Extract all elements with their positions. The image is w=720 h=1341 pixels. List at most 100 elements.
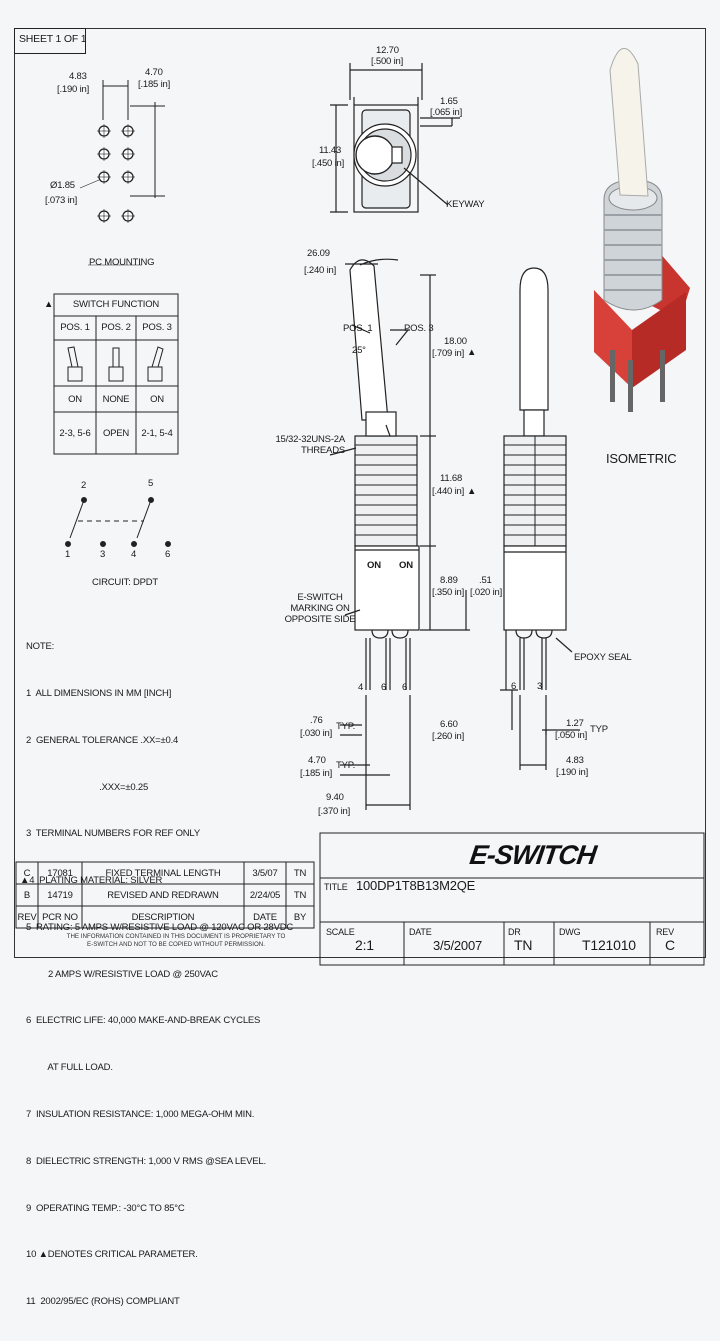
note-5: 5 RATING: 5 AMPS W/RESISTIVE LOAD @ 120V… — [26, 921, 294, 933]
t-mm: .51 — [479, 575, 492, 586]
rev-row1-by: TN — [293, 868, 307, 879]
rev-label: REV — [656, 927, 674, 937]
circuit-label-1: 1 — [65, 549, 71, 560]
lead-mm: 6.60 — [440, 719, 458, 730]
switch-function-title: SWITCH FUNCTION — [72, 299, 160, 310]
threads-label: 15/32-32UNS-2A THREADS — [275, 434, 345, 456]
pos3-label: POS. 3 — [404, 323, 434, 334]
scale-value: 2:1 — [355, 937, 374, 953]
marking-note: E-SWITCH MARKING ON OPPOSITE SIDE — [284, 592, 356, 625]
pitch-typ: TYP. — [336, 721, 356, 732]
pc-hole-mm: Ø1.85 — [50, 180, 75, 191]
top-key-mm: 1.65 — [440, 96, 458, 107]
note-1: 1 ALL DIMENSIONS IN MM [INCH] — [26, 687, 172, 699]
note-6: 6 ELECTRIC LIFE: 40,000 MAKE-AND-BREAK C… — [26, 1015, 261, 1027]
total-in: [.370 in] — [318, 806, 351, 817]
note-8: 8 DIELECTRIC STRENGTH: 1,000 V RMS @SEA … — [26, 1155, 266, 1167]
rev-row2-date: 2/24/05 — [249, 890, 281, 901]
note-4: ▲4 PLATING MATERIAL: SILVER — [20, 875, 163, 887]
on-right-label: ON — [399, 560, 413, 571]
rev-row1-desc: FIXED TERMINAL LENGTH — [105, 868, 221, 879]
front-view — [329, 258, 470, 810]
drawing-sheet: SHEET 1 OF 1 — [14, 28, 706, 1307]
term-label-left: 4 — [358, 682, 364, 693]
top-view — [330, 63, 460, 213]
angle-deg: 25° — [352, 345, 366, 356]
switch-function-table — [53, 293, 179, 455]
t-in: [.020 in] — [470, 587, 503, 598]
sheet-label-box — [14, 28, 86, 54]
pin-w-mm: 1.27 — [566, 718, 584, 729]
notes-title: NOTE: — [26, 641, 55, 653]
sheet-border — [14, 28, 706, 958]
rev-row2-pcr: 14719 — [47, 890, 73, 901]
pin-w-typ: TYP — [590, 724, 608, 735]
pin-sp-mm: 4.83 — [566, 755, 584, 766]
title-label: TITLE — [324, 882, 348, 892]
lever-in: [.709 in] — [432, 348, 465, 359]
isometric-label: ISOMETRIC — [606, 451, 677, 466]
state-pos3: ON — [150, 394, 164, 405]
sheet-label: SHEET 1 OF 1 — [19, 33, 87, 45]
note-2b: .XXX=±0.25 — [26, 781, 149, 793]
pitch-in: [.030 in] — [300, 728, 333, 739]
rev-row1-date: 3/5/07 — [252, 868, 278, 879]
rev-hdr-desc: DESCRIPTION — [131, 912, 195, 923]
lead-in: [.260 in] — [432, 731, 465, 742]
state-pos2: NONE — [102, 394, 130, 405]
circuit-label-5: 5 — [148, 478, 154, 489]
dr-value: TN — [514, 937, 533, 953]
revision-table — [15, 861, 315, 929]
pos1-label: POS. 1 — [343, 323, 373, 334]
rev-hdr-pcr: PCR NO — [42, 912, 78, 923]
side-view — [500, 267, 580, 770]
switch-function-marker: ▲ — [44, 299, 54, 310]
top-height-mm: 11.43 — [319, 145, 342, 156]
term-label-right: 6 — [402, 682, 408, 693]
bushing-critical: ▲ — [467, 486, 477, 497]
front-angle-in: [.240 in] — [304, 265, 337, 276]
circuit-diagram — [65, 497, 171, 547]
note-5b: 2 AMPS W/RESISTIVE LOAD @ 250VAC — [26, 968, 218, 980]
rev-row1-pcr: 17081 — [47, 868, 73, 879]
epoxy-label: EPOXY SEAL — [574, 652, 632, 663]
eswitch-logo: E-SWITCH — [467, 840, 598, 870]
pc-dim-b-in: [.185 in] — [138, 79, 171, 90]
note-10: 10 ▲DENOTES CRITICAL PARAMETER. — [26, 1249, 198, 1261]
date-value: 3/5/2007 — [433, 938, 483, 953]
note-9: 9 OPERATING TEMP.: -30°C TO 85°C — [26, 1202, 185, 1214]
title-block-lines — [319, 832, 705, 966]
circuit-label-4: 4 — [131, 549, 137, 560]
note-7: 7 INSULATION RESISTANCE: 1,000 MEGA-OHM … — [26, 1109, 255, 1120]
side-term-a: 6 — [511, 681, 517, 692]
pin-typ: TYP. — [336, 760, 356, 771]
lever-critical: ▲ — [467, 347, 477, 358]
pin-w-in: [.050 in] — [555, 730, 588, 741]
note-6b: AT FULL LOAD. — [26, 1062, 113, 1074]
rev-hdr-by: BY — [293, 912, 307, 923]
circuit-label-3: 3 — [100, 549, 106, 560]
isometric-switch — [594, 48, 690, 412]
note-11: 11 2002/95/EC (ROHS) COMPLIANT — [26, 1296, 180, 1308]
dr-label: DR — [508, 927, 521, 937]
pin-in: [.185 in] — [300, 768, 333, 779]
note-2: 2 GENERAL TOLERANCE .XX=±0.4 — [26, 734, 179, 746]
pin-sp-in: [.190 in] — [556, 767, 589, 778]
header-pos1: POS. 1 — [60, 322, 90, 333]
header-pos3: POS. 3 — [142, 322, 172, 333]
body-mm: 8.89 — [440, 575, 458, 586]
circuit-title: CIRCUIT: DPDT — [92, 577, 159, 588]
top-width-in: [.500 in] — [371, 56, 404, 67]
top-key-in: [.065 in] — [430, 107, 463, 118]
on-left-label: ON — [367, 560, 381, 571]
circuit-label-2: 2 — [81, 480, 87, 491]
header-pos2: POS. 2 — [101, 322, 131, 333]
dwg-label: DWG — [559, 927, 581, 937]
lever-mm: 18.00 — [444, 336, 467, 347]
body-in: [.350 in] — [432, 587, 465, 598]
rev-hdr-rev: REV — [17, 912, 37, 923]
scale-label: SCALE — [326, 927, 355, 937]
total-mm: 9.40 — [326, 792, 344, 803]
top-width-mm: 12.70 — [376, 45, 399, 56]
conn-pos1: 2-3, 5-6 — [59, 428, 91, 439]
